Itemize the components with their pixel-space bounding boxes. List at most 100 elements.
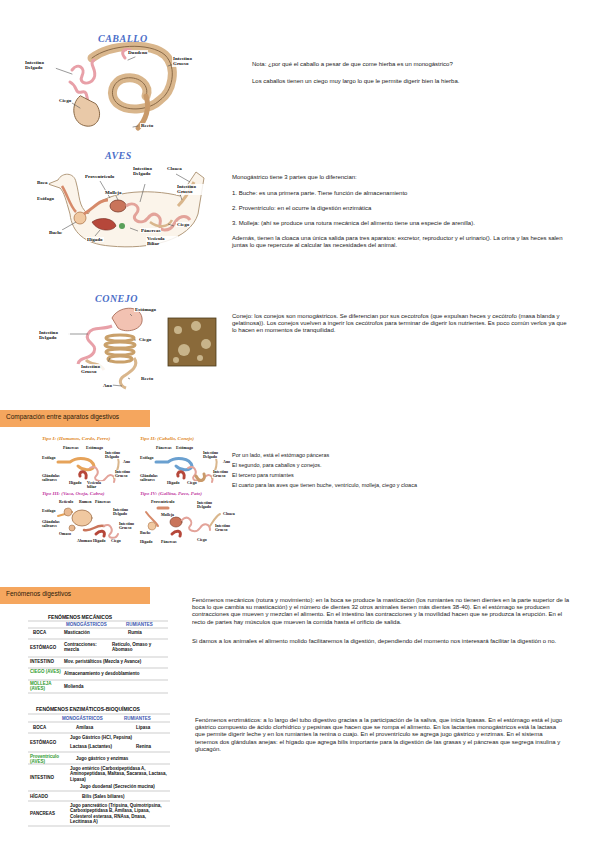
section-title: CABALLO bbox=[98, 33, 148, 45]
body-text: Los caballos tienen un ciego muy largo l… bbox=[252, 78, 572, 85]
table-cell: FENÓMENOS ENZIMÁTICOS-BIOQUÍMICOS bbox=[36, 706, 140, 712]
table-cell: Masticación bbox=[64, 630, 90, 635]
table-cell: CIEGO (AVES) bbox=[30, 669, 62, 674]
part-label: Cloaca bbox=[222, 512, 236, 516]
part-label: Ciego bbox=[186, 481, 198, 485]
part-label: Ciego bbox=[58, 98, 72, 103]
part-label: Proventrículo bbox=[84, 174, 115, 179]
comparison-sketches bbox=[58, 458, 220, 538]
part-label: Esófago bbox=[139, 456, 155, 460]
part-label: Ano bbox=[102, 383, 113, 388]
part-label: Esófago bbox=[41, 456, 57, 460]
table-cell: ESTÓMAGO bbox=[30, 645, 56, 650]
part-label: Esófago bbox=[36, 196, 55, 201]
table-cell: Mov. peristálticos (Mezcla y Avance) bbox=[64, 659, 164, 664]
table-cell: RUMIANTES bbox=[124, 716, 151, 721]
part-label: Páncreas bbox=[94, 500, 111, 504]
body-text: El segundo, para caballos y conejos. bbox=[232, 462, 567, 469]
table-cell: INTESTINO bbox=[30, 659, 54, 664]
table-cell: Tipo II: (Caballo, Conejo) bbox=[140, 436, 194, 442]
table-cell: MONOGÁSTRICOS bbox=[62, 716, 103, 721]
part-label: Proventrículo bbox=[150, 500, 175, 504]
table-cell: Amilasa bbox=[76, 725, 93, 730]
part-label: Glándulas salivares bbox=[41, 474, 67, 482]
table-cell: ESTÓMAGO bbox=[30, 740, 56, 745]
part-label: Ano bbox=[222, 460, 231, 464]
table-cell: Tipo IV: (Gallina, Pavo, Pato) bbox=[140, 491, 202, 497]
body-text: Si damos a los animales el alimento moli… bbox=[192, 638, 570, 645]
body-text: 3. Molleja: (ahí se produce una rotura m… bbox=[232, 220, 567, 227]
part-label: Estómago bbox=[85, 446, 104, 450]
table-cell: Lipasa bbox=[136, 725, 150, 730]
part-label: Ciego bbox=[196, 538, 208, 542]
part-label: Ciego bbox=[110, 539, 122, 543]
part-label: Rumen bbox=[78, 500, 92, 504]
part-label: Ciego bbox=[176, 222, 190, 227]
part-label: Intestino Delgado bbox=[38, 330, 70, 341]
part-label: Intestino Delgado bbox=[132, 166, 164, 177]
part-label: Intestino Delgado bbox=[24, 60, 56, 71]
part-label: Páncreas bbox=[160, 540, 177, 544]
body-text: El cuarto para las aves que tienen buche… bbox=[232, 482, 567, 489]
table-cell: Proventrículo (AVES) bbox=[30, 754, 66, 765]
table-cell: Rumia bbox=[128, 630, 142, 635]
table-grid bbox=[28, 621, 170, 826]
part-label: Páncreas bbox=[140, 228, 161, 233]
table-cell: Jugo Gástrico (HCl, Pepsina) bbox=[70, 735, 168, 740]
table-cell: Contracciones: mezcla bbox=[64, 642, 104, 653]
part-label: Hígado bbox=[68, 481, 82, 485]
table-cell: Jugo entérico (Carboxipeptidasa A, Amino… bbox=[70, 766, 168, 782]
section-title: CONEJO bbox=[95, 293, 138, 305]
part-label: Molleja bbox=[160, 513, 175, 517]
body-text: El tercero para rumiantes bbox=[232, 472, 567, 479]
table-cell: Jugo duodenal (Secreción mucina) bbox=[80, 784, 155, 789]
table-cell: Renina bbox=[136, 744, 151, 749]
part-label: Buche bbox=[48, 230, 63, 235]
table-cell: HÍGADO bbox=[30, 794, 48, 799]
horse-digestive-tract bbox=[55, 46, 174, 128]
table-cell: MOLLEJA (AVES) bbox=[30, 681, 62, 692]
part-label: Hígado bbox=[166, 481, 180, 485]
part-label: Hígado bbox=[139, 540, 153, 544]
part-label: Intestino Grueso bbox=[118, 522, 140, 530]
part-label: Intestino Grueso bbox=[176, 184, 210, 195]
section-band: Fenómenos digestivos bbox=[0, 587, 150, 604]
part-label: Intestino Delgado bbox=[104, 451, 130, 459]
part-label: Intestino Grueso bbox=[80, 364, 112, 375]
body-text: Monogástrico tiene 3 partes que lo difer… bbox=[232, 174, 567, 181]
table-cell: Jugo pancreático (Tripsina, Quimotripsin… bbox=[70, 803, 168, 825]
part-label: Páncreas bbox=[155, 446, 172, 450]
part-label: Glándulas salivares bbox=[139, 474, 165, 482]
body-text: 2. Proventrículo: en el ocurre la digest… bbox=[232, 205, 567, 212]
part-label: Boca bbox=[36, 180, 49, 185]
table-cell: RUMIANTES bbox=[126, 622, 153, 627]
part-label: Ano bbox=[122, 460, 131, 464]
section-title: AVES bbox=[105, 150, 132, 162]
table-cell: PANCREAS bbox=[30, 811, 55, 816]
part-label: Intestino Grueso bbox=[114, 470, 138, 478]
section-band: Comparación entre aparatos digestivos bbox=[0, 410, 150, 427]
part-label: Vesícula Biliar bbox=[146, 236, 178, 247]
part-label: Intestino Grueso bbox=[172, 56, 204, 67]
table-cell: BOCA bbox=[33, 630, 46, 635]
band-title: Comparación entre aparatos digestivos bbox=[6, 413, 144, 421]
part-label: Glándulas salivares bbox=[41, 520, 63, 528]
table-cell: Almacenamiento y desdoblamiento bbox=[64, 671, 164, 676]
body-text: 1. Buche: es una primera parte. Tiene fu… bbox=[232, 190, 567, 197]
body-text: Fenómenos mecánicos (rotura y movimiento… bbox=[192, 597, 570, 626]
body-text: Nota: ¿por qué el caballo a pesar de que… bbox=[252, 61, 572, 68]
part-label: Recto bbox=[140, 123, 154, 128]
part-label: Ciego bbox=[138, 337, 152, 342]
part-label: Intestino Delgado bbox=[112, 508, 136, 516]
part-label: Intestino Delgado bbox=[202, 451, 228, 459]
table-cell: INTESTINO bbox=[30, 775, 54, 780]
part-label: Molleja bbox=[104, 190, 122, 195]
part-label: Intestino Grueso bbox=[214, 524, 236, 532]
part-label: Omaso bbox=[58, 532, 72, 536]
part-label: Retículo bbox=[58, 500, 74, 504]
part-label: Estómago bbox=[175, 446, 194, 450]
table-cell: Jugo gástrico y enzimas bbox=[76, 756, 128, 761]
part-label: Cloaca bbox=[166, 166, 183, 171]
body-text: Por un lado, está el estómago pánceras bbox=[232, 452, 567, 459]
